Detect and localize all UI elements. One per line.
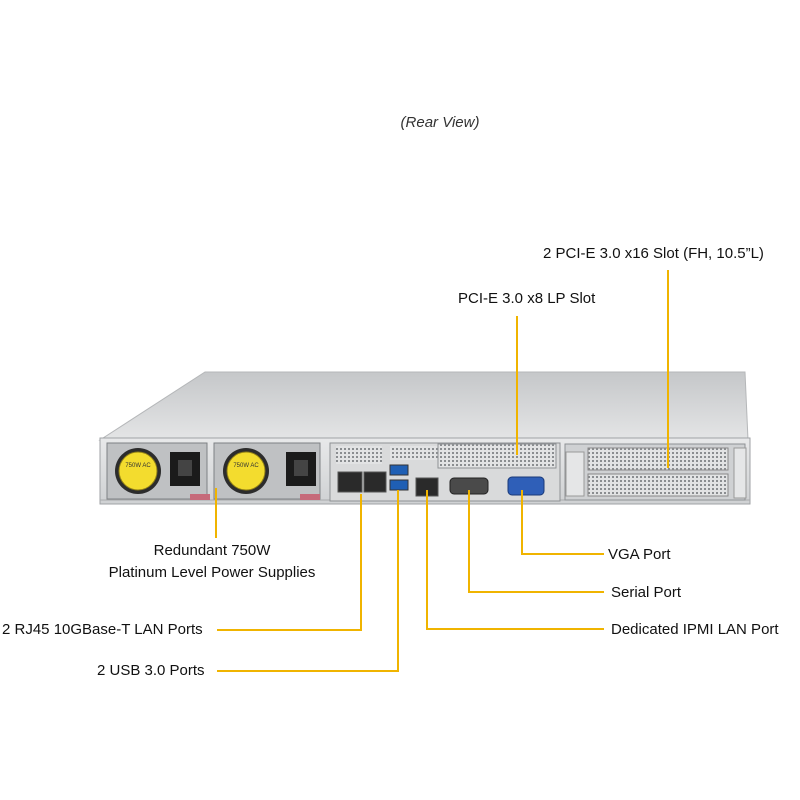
psu-2: 750W AC [213, 442, 321, 500]
lan-port-2 [363, 471, 387, 493]
usb-port-2 [389, 479, 409, 491]
leader-usb [217, 490, 399, 672]
callout-ipmi: Dedicated IPMI LAN Port [611, 621, 779, 638]
callout-pcie-x8: PCI-E 3.0 x8 LP Slot [458, 290, 596, 307]
callout-psu-line1: Redundant 750W [153, 542, 271, 559]
callout-lan: 2 RJ45 10GBase-T LAN Ports [2, 621, 203, 638]
vga-port [507, 476, 545, 496]
pcie-lp-slot-bracket [437, 443, 557, 469]
callout-usb: 2 USB 3.0 Ports [97, 662, 205, 679]
diagram-title: (Rear View) [400, 114, 480, 131]
pcie-fh-slot-2 [587, 473, 729, 497]
chassis-top [98, 371, 749, 441]
leader-ipmi [426, 490, 604, 630]
leader-lan [217, 494, 362, 631]
leader-lines [215, 270, 669, 672]
callout-psu: Redundant 750W Platinum Level Power Supp… [62, 540, 362, 584]
callout-serial: Serial Port [611, 584, 682, 601]
callout-vga: VGA Port [608, 546, 671, 563]
usb-port-1 [389, 464, 409, 476]
psu-1-label: 750W AC [125, 463, 151, 469]
callout-psu-line2: Platinum Level Power Supplies [108, 564, 316, 581]
callout-pcie-x16: 2 PCI-E 3.0 x16 Slot (FH, 10.5”L) [543, 245, 764, 262]
lan-port-1 [337, 471, 363, 493]
leader-serial [468, 490, 604, 593]
psu-1: 750W AC [106, 442, 210, 500]
psu-2-label: 750W AC [233, 463, 259, 469]
pcie-fh-slot-1 [587, 447, 729, 471]
leader-vga [521, 490, 604, 555]
